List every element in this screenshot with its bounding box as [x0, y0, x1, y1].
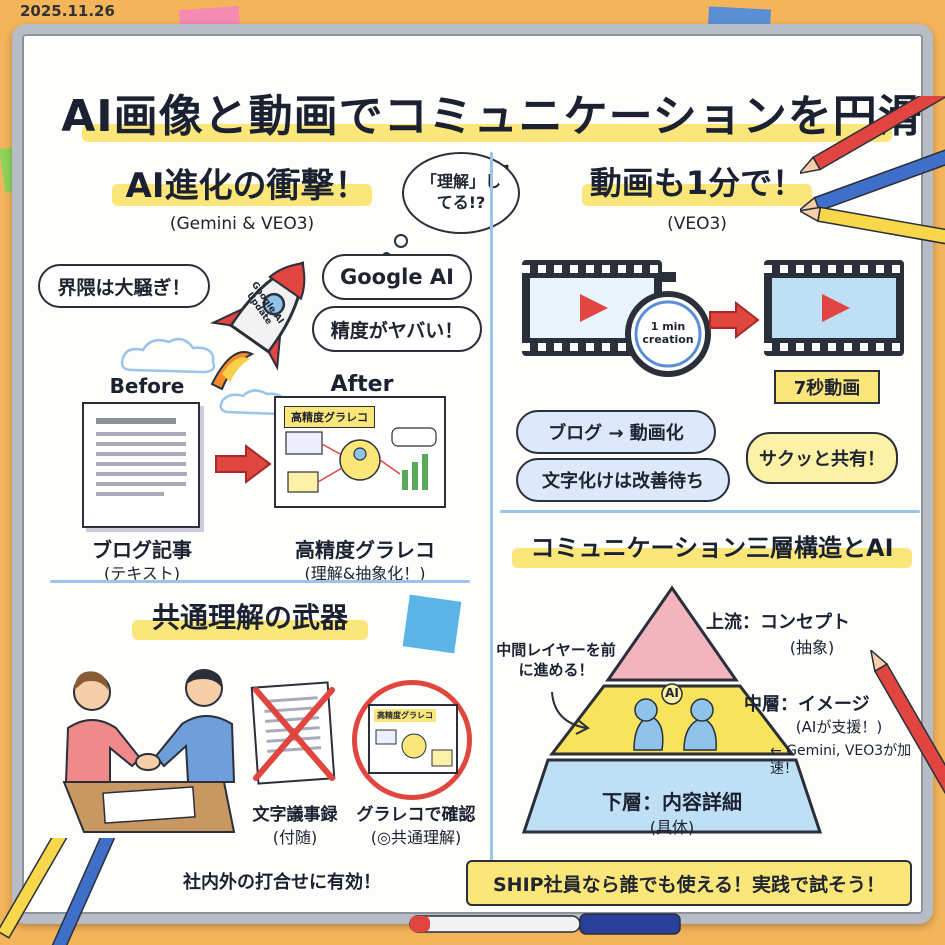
- bubble-buzz: 界隈は大騒ぎ！: [38, 264, 210, 308]
- left-divider: [50, 580, 470, 583]
- stopwatch-icon: [625, 272, 711, 377]
- bubble-share: サクッと共有！: [746, 432, 898, 484]
- handshake-illustration: [62, 669, 236, 833]
- bottom-layer-sub: (具体): [649, 818, 695, 837]
- pyramid-diagram: [522, 585, 822, 834]
- minutes-caption-sub: (付随): [272, 828, 318, 847]
- timer-text: 1 min creation: [642, 320, 694, 347]
- play-icon-output: [822, 294, 850, 322]
- grareco-caption-sub: (◎共通理解): [370, 828, 462, 847]
- section2-title: 動画も1分で！: [589, 164, 805, 202]
- call-to-action-banner: SHIP社員なら誰でも使える！実践で試そう！: [466, 860, 912, 906]
- bubble-google-ai: Google AI: [322, 254, 472, 300]
- film-strip-output: [764, 260, 904, 356]
- thought-dot-1: [394, 234, 408, 248]
- minutes-caption: 文字議事録: [252, 805, 338, 825]
- section1-highlight: [112, 184, 372, 206]
- bubble-blog-to-video: ブログ → 動画化: [516, 410, 716, 454]
- sticky-note-cyan: [402, 594, 462, 654]
- ai-badge: AI: [665, 686, 679, 700]
- pencil-right-icon: [870, 650, 945, 800]
- after-caption-sub: (理解&抽象化！): [304, 564, 426, 583]
- top-layer-sub: (抽象): [789, 638, 835, 657]
- mid-layer-sub: (AIが支援！): [795, 718, 883, 736]
- before-caption-sub: (テキスト): [103, 564, 180, 583]
- cloud-icon: [120, 337, 216, 374]
- section3-title: 共通理解の武器: [151, 601, 348, 634]
- curved-arrow-icon: [551, 691, 590, 735]
- marker-icon: [409, 913, 681, 935]
- bottom-layer-label: 下層：内容詳細: [602, 790, 742, 814]
- cross-icon: [253, 687, 335, 781]
- section2-subtitle: (VEO3): [667, 214, 727, 234]
- bubble-accuracy: 精度がヤバい！: [312, 306, 482, 352]
- play-icon: [580, 294, 608, 322]
- section1-title: AI進化の衝撃！: [125, 166, 369, 206]
- document-icon: [82, 402, 200, 528]
- grareco-card-title: 高精度グラレコ: [284, 406, 375, 428]
- grareco-card: 高精度グラレコ: [274, 396, 446, 508]
- after-label: After: [330, 372, 394, 397]
- before-label: Before: [109, 374, 185, 398]
- pencils-top-right-icon: [800, 96, 945, 249]
- before-caption: ブログ記事: [92, 538, 192, 562]
- small-grareco-title: 高精度グラレコ: [374, 709, 436, 722]
- small-grareco-card: 高精度グラレコ: [368, 704, 458, 774]
- vertical-divider: [490, 152, 493, 892]
- left-note: 中間レイヤーを前に進める！: [496, 641, 616, 680]
- small-sketch-icon: [375, 729, 453, 767]
- section1-subtitle: (Gemini & VEO3): [169, 214, 315, 234]
- section4-highlight: [512, 548, 912, 568]
- right-divider: [500, 510, 920, 513]
- grareco-sketch-icon: [285, 427, 437, 493]
- section2-highlight: [582, 184, 812, 206]
- section3-highlight: [132, 620, 368, 640]
- whiteboard: AI画像と動画でコミュニケーションを円滑に AI進化の衝撃！ (Gemini &…: [12, 24, 933, 924]
- approval-circle: [352, 680, 472, 800]
- thought-bubble: 「理解」してる!?: [402, 152, 520, 234]
- bubble-garble: 文字化けは改善待ち: [516, 458, 730, 502]
- top-layer-label: 上流：コンセプト: [706, 612, 850, 633]
- pencils-bottom-left-icon: [0, 838, 117, 945]
- mid-layer-label: 中層：イメージ: [744, 694, 870, 715]
- after-caption: 高精度グラレコ: [295, 538, 435, 562]
- grareco-caption: グラレコで確認: [356, 805, 476, 825]
- section4-title: コミュニケーション三層構造とAI: [530, 534, 894, 562]
- title-highlight: [82, 124, 892, 142]
- rocket-icon: [209, 261, 306, 391]
- date-label: 2025.11.26: [20, 2, 115, 20]
- bottom-text: 社内外の打合せに有効！: [183, 872, 381, 893]
- arrow-right-2-icon: [709, 300, 760, 340]
- arrow-right-icon: [215, 444, 272, 484]
- output-label: 7秒動画: [774, 370, 880, 404]
- mid-layer-note: ← Gemini, VEO3が加速！: [770, 743, 912, 778]
